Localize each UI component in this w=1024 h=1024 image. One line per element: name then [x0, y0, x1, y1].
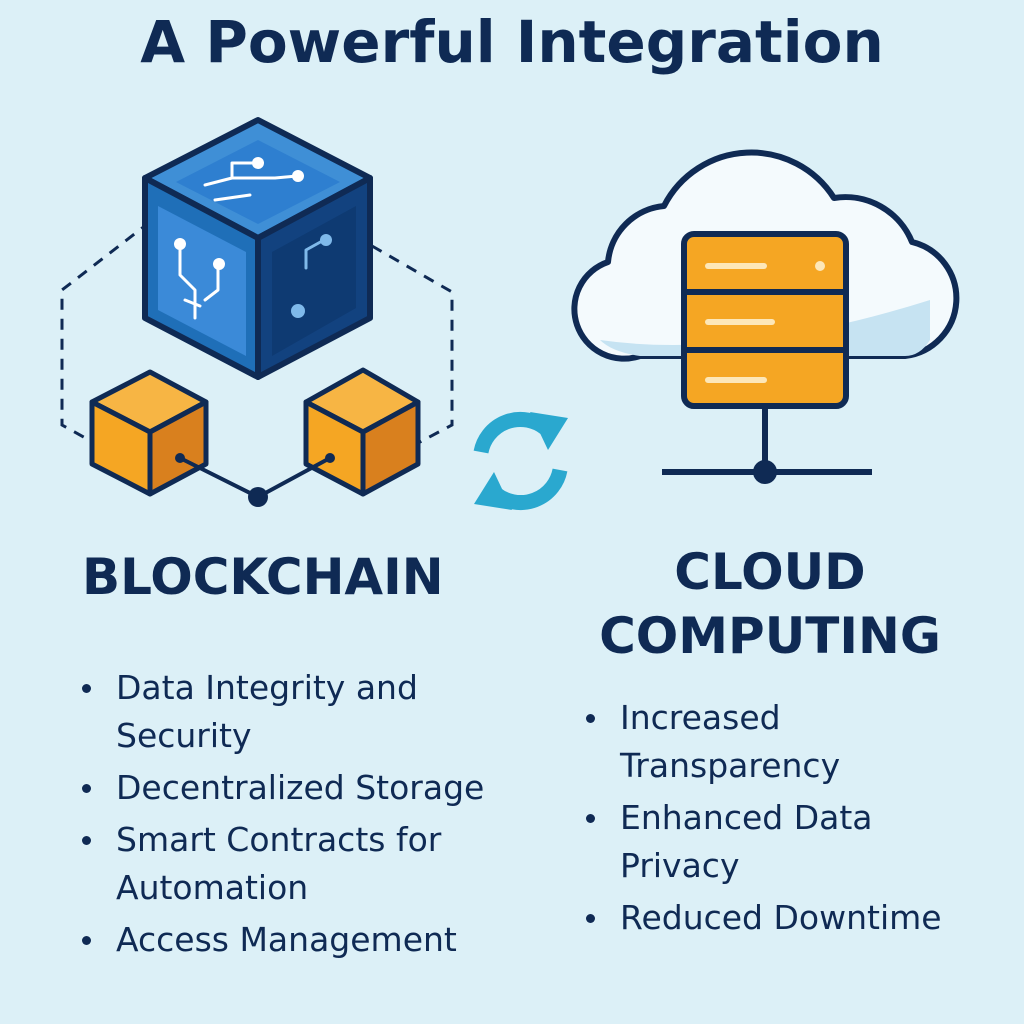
blockchain-benefits-list: Data Integrity and Security Decentralize… — [80, 664, 520, 968]
list-item: Reduced Downtime — [584, 894, 984, 942]
list-item: Smart Contracts for Automation — [80, 816, 520, 912]
block-icon — [89, 369, 209, 497]
list-item: Decentralized Storage — [80, 764, 520, 812]
cloud-computing-heading: CLOUD COMPUTING — [580, 540, 960, 668]
server-icon — [662, 231, 872, 484]
sync-arrows-icon — [473, 411, 568, 511]
cloud-benefits-list: Increased Transparency Enhanced Data Pri… — [584, 694, 984, 946]
list-item: Increased Transparency — [584, 694, 984, 790]
page-title: A Powerful Integration — [140, 8, 884, 76]
network-dashed-lines — [60, 220, 454, 447]
blockchain-cube-icon — [142, 117, 373, 380]
block-icon — [303, 367, 421, 497]
cloud-heading-line-2: COMPUTING — [599, 607, 941, 665]
list-item: Enhanced Data Privacy — [584, 794, 984, 890]
cloud-heading-line-1: CLOUD — [674, 543, 866, 601]
list-item: Data Integrity and Security — [80, 664, 520, 760]
blockchain-heading: BLOCKCHAIN — [82, 548, 444, 606]
list-item: Access Management — [80, 916, 520, 964]
chain-link — [175, 453, 335, 507]
